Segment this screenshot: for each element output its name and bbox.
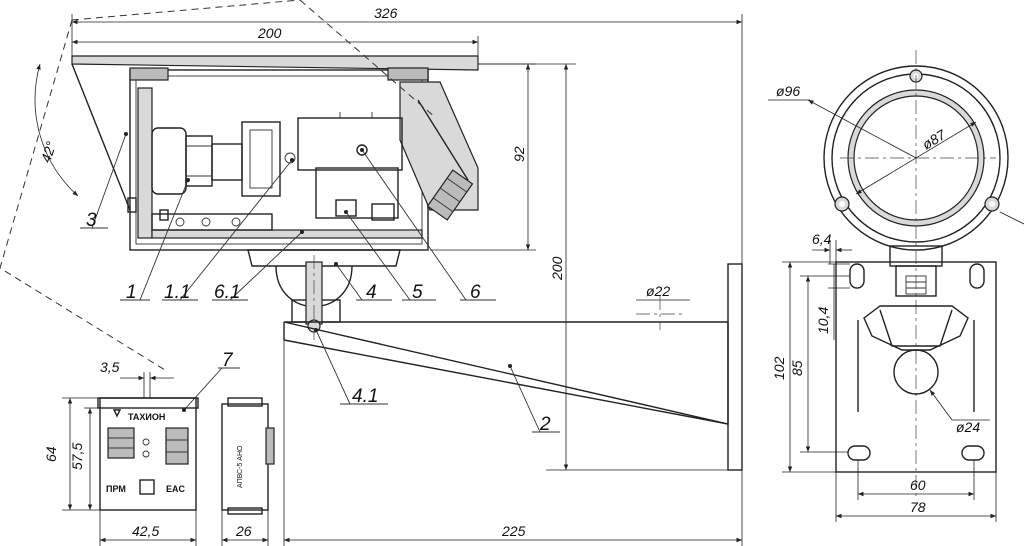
dim-64: 64 bbox=[43, 446, 59, 462]
callout-4: 4 bbox=[366, 282, 377, 303]
module-side-view bbox=[221, 397, 275, 515]
dim-200-vert: 200 bbox=[549, 256, 565, 281]
callout-2: 2 bbox=[539, 414, 551, 435]
callout-5: 5 bbox=[412, 282, 423, 303]
dim-6-4: 6,4 bbox=[812, 231, 832, 247]
top-dimensions bbox=[71, 14, 743, 546]
dim-326: 326 bbox=[374, 5, 398, 21]
dim-85: 85 bbox=[789, 360, 805, 376]
callout-7: 7 bbox=[222, 350, 234, 371]
callout-1-1: 1.1 bbox=[164, 282, 190, 303]
dim-60: 60 bbox=[910, 477, 926, 493]
callout-leaders bbox=[80, 133, 560, 433]
dim-d22: ø22 bbox=[646, 283, 670, 299]
callout-3: 3 bbox=[86, 210, 97, 231]
housing-front-view bbox=[823, 50, 1009, 500]
dim-10-4: 10,4 bbox=[815, 307, 831, 334]
dim-92: 92 bbox=[511, 146, 527, 162]
module-eac: EAC bbox=[166, 484, 186, 494]
callout-6: 6 bbox=[470, 282, 481, 303]
camera-housing-side-view bbox=[71, 55, 479, 251]
module-dimensions bbox=[62, 372, 269, 546]
dim-26: 26 bbox=[235, 523, 252, 539]
dim-225: 225 bbox=[501, 523, 526, 539]
dim-57-5: 57,5 bbox=[69, 443, 85, 470]
dim-42deg: 42° bbox=[37, 139, 59, 164]
dim-d24: ø24 bbox=[956, 419, 980, 435]
module-side-label: АПВС-5 АНО bbox=[237, 445, 244, 488]
dim-78: 78 bbox=[910, 499, 926, 515]
dim-102: 102 bbox=[771, 356, 787, 380]
dim-3-5: 3,5 bbox=[100, 359, 120, 375]
module-prm: ПРМ bbox=[106, 484, 126, 494]
callout-1: 1 bbox=[126, 282, 137, 303]
callout-4-1: 4.1 bbox=[352, 386, 378, 407]
dim-d96: ø96 bbox=[776, 83, 800, 99]
dim-42-5: 42,5 bbox=[132, 523, 159, 539]
module-front-view bbox=[97, 397, 199, 511]
front-view-dimensions bbox=[768, 99, 1024, 522]
callout-6-1: 6.1 bbox=[214, 282, 240, 303]
dim-200-top: 200 bbox=[257, 25, 282, 41]
module-brand: ТАХИОН bbox=[128, 412, 165, 422]
